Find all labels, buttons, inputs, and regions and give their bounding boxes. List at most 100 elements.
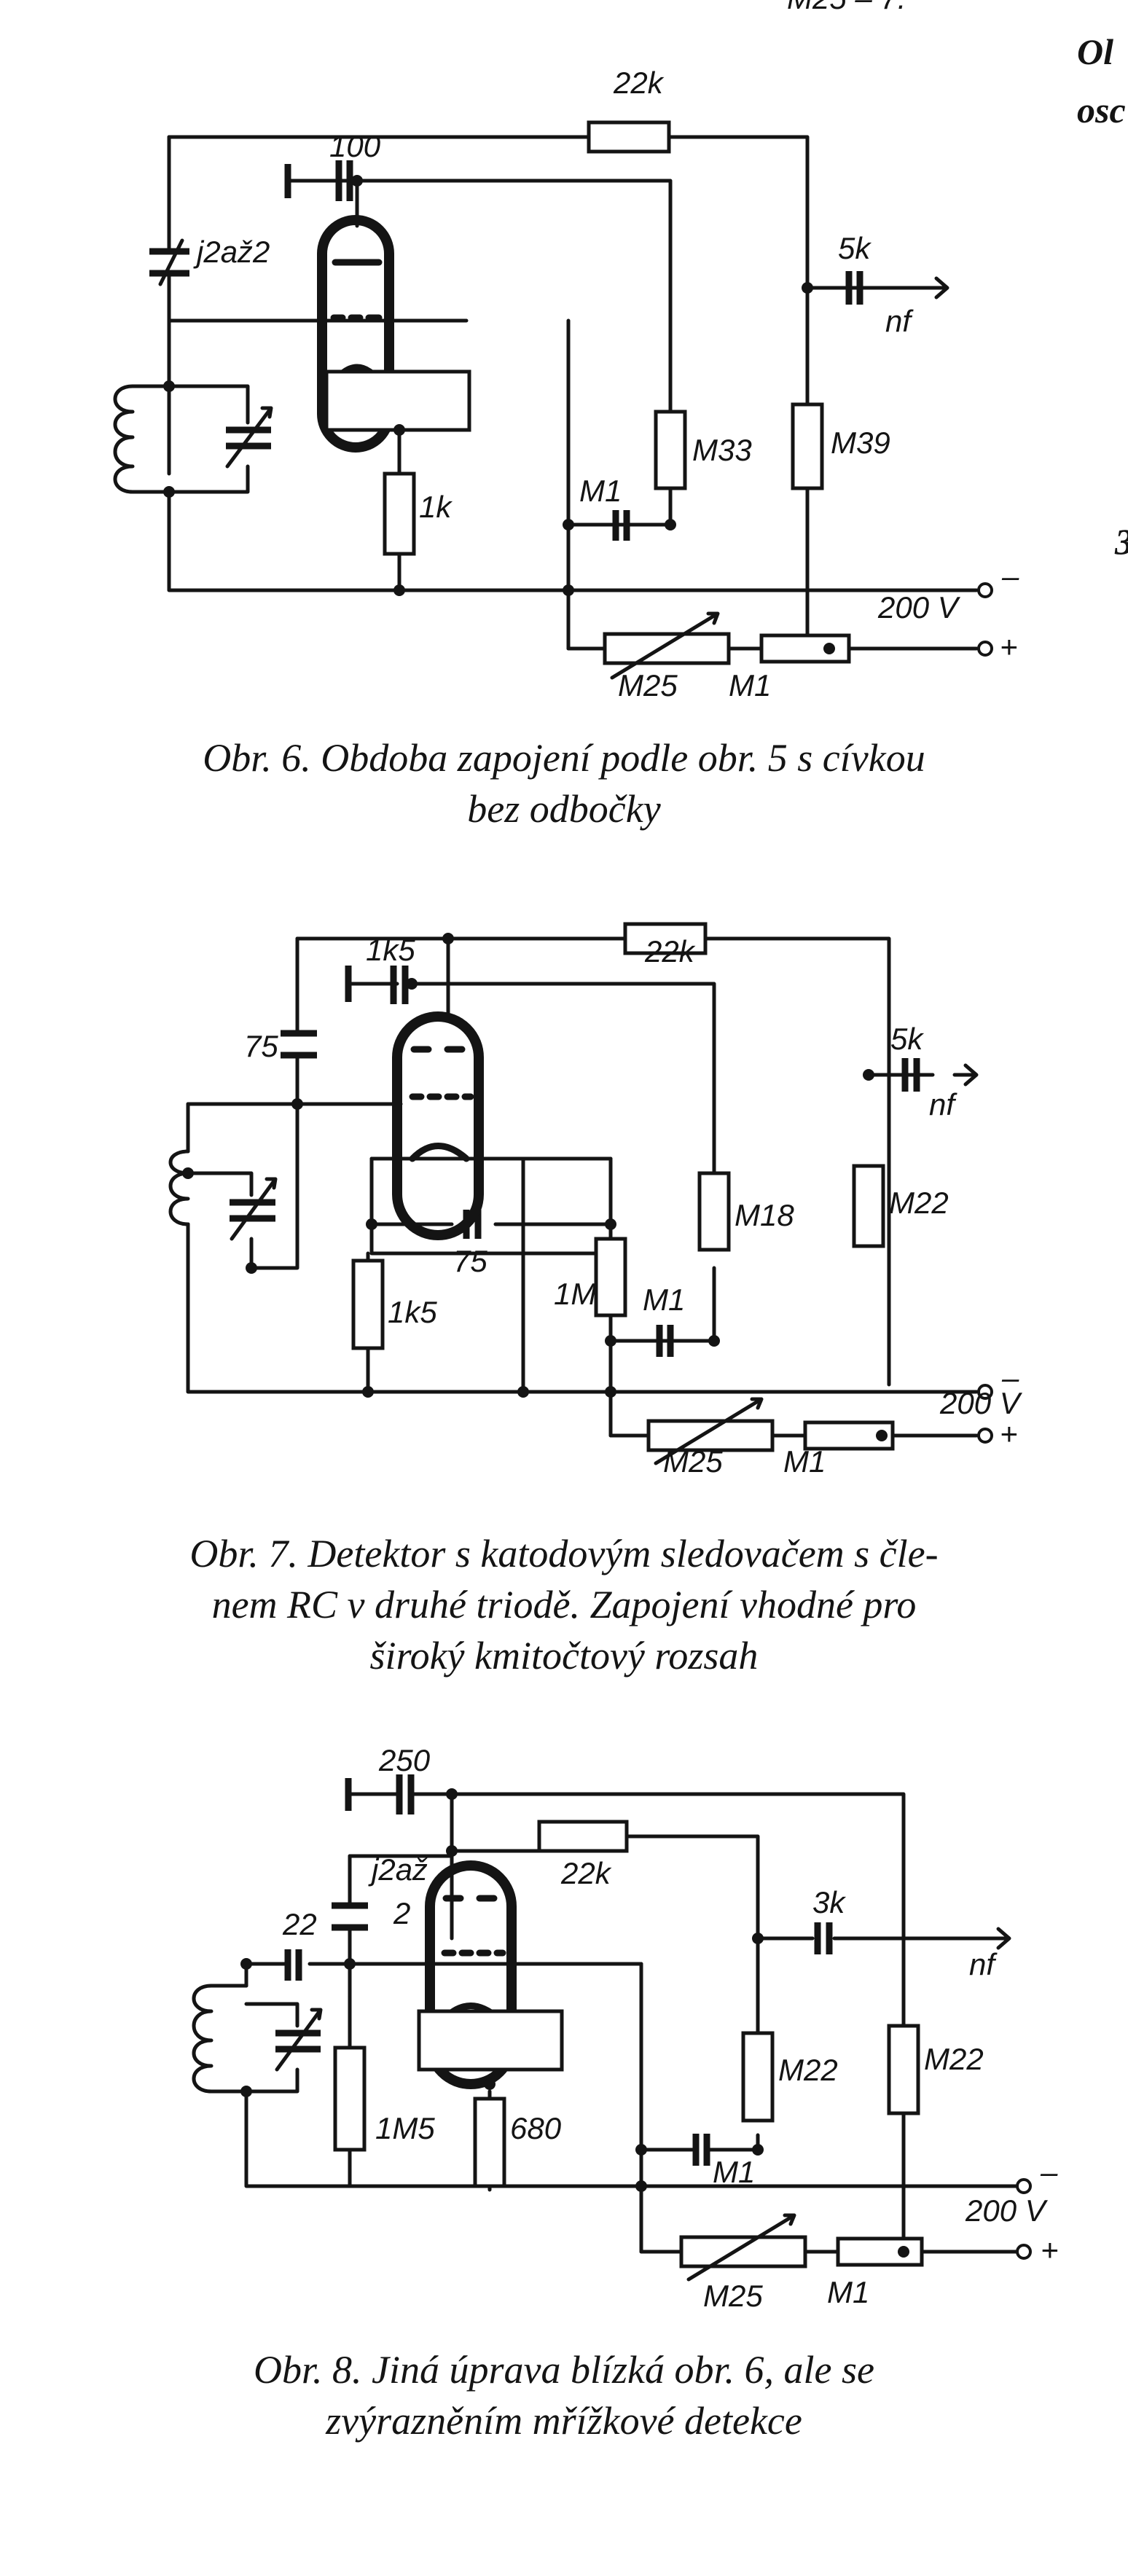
fig8-resistor-680 xyxy=(473,2097,506,2188)
fig8-label-3k: 3k xyxy=(812,1885,846,1919)
fig7-label-m1-res: M1 xyxy=(783,1444,826,1479)
fig8-label-m22-out: M22 xyxy=(924,2042,984,2076)
fig6-plate-wire xyxy=(355,179,673,414)
fig8-node-anode xyxy=(446,1845,458,1857)
fig7-label-75: 75 xyxy=(244,1029,278,1063)
fig7-resistor-1m xyxy=(594,1237,627,1318)
fig8-pot-arrow xyxy=(686,2213,796,2282)
fig6-label-5k: 5k xyxy=(838,231,872,265)
fig8-coil-links xyxy=(209,1984,248,2094)
fig8-node-grid xyxy=(344,1958,356,1970)
fig7-label-5k: 5k xyxy=(890,1022,924,1056)
fig8-label-m22-plate: M22 xyxy=(778,2053,838,2087)
fig6-label-m1-cap: M1 xyxy=(579,474,622,508)
fig7-resistor-22k xyxy=(623,922,708,955)
fig6-resistor-22k xyxy=(587,120,671,154)
fig7-coil-top-wire xyxy=(186,1102,299,1226)
fig7-resistor-1k5 xyxy=(351,1258,385,1350)
fig6-plus-terminal xyxy=(977,641,993,657)
fig6-label-trim: j2až2 xyxy=(193,235,270,269)
fig7-tube-cathode xyxy=(409,1143,470,1162)
fig8-minus-terminal xyxy=(1016,2178,1032,2194)
fig8-node-coil-top xyxy=(240,1958,252,1970)
right-fragment-2: osc xyxy=(1077,90,1126,130)
fig6-vcap-wires xyxy=(167,384,250,494)
fig6-vcap-arrow xyxy=(225,406,273,469)
fig8-label-200v: 200 V xyxy=(965,2193,1049,2228)
fig7-label-m22: M22 xyxy=(889,1186,949,1220)
fig7-plus-terminal xyxy=(977,1428,993,1444)
figure-6-schematic: 100 22k j2až2 5k nf M33 M39 M1 1k – 200 … xyxy=(113,66,1019,702)
right-mark: 3 xyxy=(1114,521,1128,562)
figure-7-schematic: 1k5 22k 5k nf 75 M18 M22 75 1M M1 1k5 – … xyxy=(168,922,1023,1479)
fig7-label-minus: – xyxy=(1001,1361,1019,1395)
fig7-caption-line-1: Obr. 7. Detektor s katodovým sledovačem … xyxy=(189,1532,938,1575)
right-fragment-1: Ol xyxy=(1077,31,1113,72)
fig8-label-plus: + xyxy=(1041,2233,1059,2267)
fig6-resistor-m33 xyxy=(654,410,687,490)
fig6-tube-heater-box xyxy=(324,369,471,432)
fig8-coil xyxy=(192,1984,214,2094)
fig7-label-1k5-res: 1k5 xyxy=(388,1295,437,1329)
fig7-label-200v: 200 V xyxy=(939,1386,1023,1420)
fig7-label-22k: 22k xyxy=(644,934,696,968)
fig7-node-cathode-ground xyxy=(362,1386,374,1398)
fig6-potentiometer-m25 xyxy=(603,632,731,665)
fig7-output-wire xyxy=(866,1063,979,1087)
fig7-node-coupling xyxy=(605,1218,616,1230)
fig7-label-nf: nf xyxy=(929,1087,957,1121)
fig7-resistor-m22 xyxy=(852,1164,885,1248)
fig6-node-bottom-right xyxy=(823,643,835,654)
fig6-node-anode xyxy=(351,175,363,187)
fig6-label-plus: + xyxy=(1000,630,1018,664)
fig6-label-22k: 22k xyxy=(613,66,665,100)
fig8-tube-envelope xyxy=(425,1860,517,2089)
fig6-label-1k: 1k xyxy=(419,490,453,524)
fig7-node-cathode xyxy=(366,1218,377,1230)
fig7-node-grid xyxy=(291,1098,303,1110)
fig6-node-bypass-right xyxy=(665,519,676,531)
fig6-node-rail xyxy=(563,584,574,596)
fig8-caption-line-1: Obr. 8. Jiná úprava blízká obr. 6, ale s… xyxy=(254,2348,874,2392)
fig8-tube-heater-box xyxy=(417,2009,564,2072)
fig7-node-second-ground xyxy=(517,1386,529,1398)
fig6-caption-line-1: Obr. 6. Obdoba zapojení podle obr. 5 s c… xyxy=(203,736,925,780)
fig8-node-bottom-right xyxy=(898,2246,909,2258)
fig7-resistor-m18 xyxy=(697,1171,731,1252)
fig8-plus-terminal xyxy=(1016,2244,1032,2260)
fig7-tune-cap-wires xyxy=(249,936,299,1270)
fig7-label-m18: M18 xyxy=(735,1198,794,1232)
fig8-caption-line-2: zvýrazněním mřížkové detekce xyxy=(325,2399,802,2443)
fig7-minus-terminal xyxy=(977,1384,993,1400)
fig8-node-bypass-right xyxy=(752,2144,764,2156)
fig7-tube-envelope xyxy=(392,1011,484,1240)
fig8-resistor-22k xyxy=(537,1820,629,1853)
fig7-node-coil xyxy=(182,1167,194,1179)
fig6-trim-cap-arrow xyxy=(158,238,184,286)
fig8-resistor-m22-plate xyxy=(741,2031,775,2123)
fig7-node-output xyxy=(863,1069,874,1081)
fig6-tube-envelope xyxy=(317,215,394,453)
fig7-label-1m: 1M xyxy=(554,1277,596,1311)
fig6-node-coil-bottom xyxy=(163,486,175,498)
fig6-label-200v: 200 V xyxy=(877,590,961,625)
fig8-output-wire xyxy=(756,1927,1011,1950)
fig7-label-plus: + xyxy=(1000,1417,1018,1451)
fig6-node-coil-top xyxy=(163,380,175,392)
fig6-label-minus: – xyxy=(1001,559,1019,593)
fig8-bypass-cap-wires xyxy=(639,2133,760,2152)
fig8-node-output xyxy=(752,1933,764,1944)
fig6-coil xyxy=(113,384,135,494)
fig8-label-trim-b: 2 xyxy=(393,1896,410,1930)
fig7-node-bottom-right xyxy=(876,1430,888,1441)
fig7-caption-line-3: široký kmitočtový rozsah xyxy=(370,1634,759,1677)
fig6-label-m33: M33 xyxy=(692,433,752,467)
fig7-label-75-coupling: 75 xyxy=(453,1244,487,1278)
fig7-vcap-arrow xyxy=(230,1177,278,1241)
fig7-top-rail xyxy=(295,936,891,1387)
fig8-resistor-m22-out xyxy=(887,2024,920,2115)
fig8-label-680: 680 xyxy=(510,2111,562,2145)
fig6-output-arrow xyxy=(890,276,949,300)
figure-8-schematic: 250 j2až 2 22k 22 3k nf M22 M22 1M5 680 … xyxy=(192,1743,1059,2313)
